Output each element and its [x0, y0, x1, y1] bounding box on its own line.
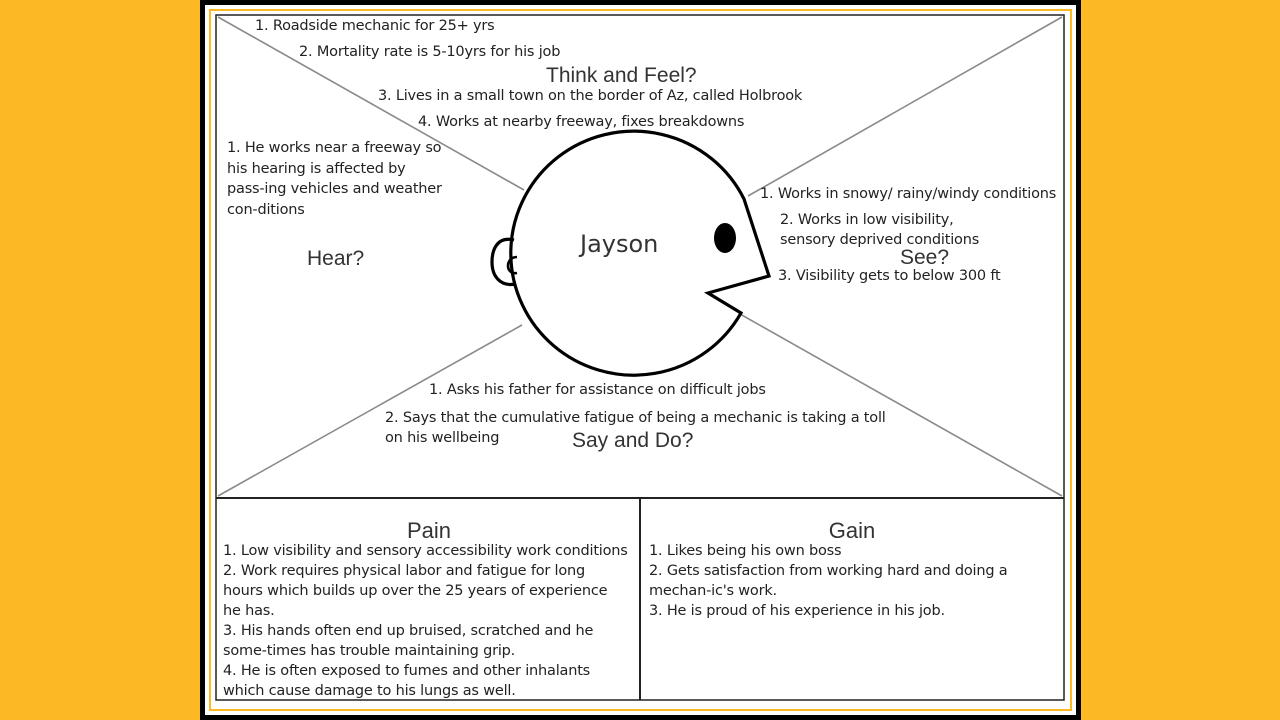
pain-item: 1. Low visibility and sensory accessibil… [223, 543, 628, 559]
see-item: 3. Visibility gets to below 300 ft [778, 268, 1001, 284]
pain-title: Pain [406, 518, 452, 543]
diagonal-bottom-right [739, 313, 1063, 497]
pain-list: 1. Low visibility and sensory accessibil… [223, 541, 628, 701]
see-item: 2. Works in low visibility, sensory depr… [780, 212, 980, 248]
say-do-title: Say and Do? [572, 429, 694, 452]
think-feel-item: 1. Roadside mechanic for 25+ yrs [255, 18, 495, 34]
see-title: See? [900, 246, 950, 269]
hear-title: Hear? [307, 247, 365, 270]
eye-icon [714, 223, 736, 253]
think-feel-title: Think and Feel? [546, 64, 697, 87]
persona-name: Jayson [580, 230, 659, 258]
diagonal-top-left [217, 16, 525, 191]
gain-item: 2. Gets satisfaction from working hard a… [649, 563, 1008, 599]
pain-item: 3. His hands often end up bruised, scrat… [223, 623, 594, 659]
see-item: 1. Works in snowy/ rainy/windy condition… [760, 186, 1057, 202]
say-do-item: 1. Asks his father for assistance on dif… [429, 382, 766, 398]
say-do-item: 2. Says that the cumulative fatigue of b… [385, 410, 886, 446]
head-icon [490, 129, 772, 377]
hear-item: 1. He works near a freeway so his hearin… [227, 140, 442, 218]
diagonal-bottom-left [217, 324, 523, 497]
pain-item: 4. He is often exposed to fumes and othe… [223, 663, 591, 699]
think-feel-item: 3. Lives in a small town on the border o… [378, 88, 803, 104]
think-feel-item: 2. Mortality rate is 5-10yrs for his job [299, 44, 561, 60]
ear-icon [490, 237, 517, 287]
pain-item: 2. Work requires physical labor and fati… [223, 563, 608, 619]
gain-list: 1. Likes being his own boss 2. Gets sati… [649, 541, 1059, 621]
gain-item: 1. Likes being his own boss [649, 543, 842, 559]
gain-item: 3. He is proud of his experience in his … [649, 603, 945, 619]
diagonal-top-right [747, 16, 1063, 197]
think-feel-item: 4. Works at nearby freeway, fixes breakd… [418, 114, 745, 130]
gold-border [209, 9, 1072, 711]
gain-title: Gain [828, 518, 876, 543]
